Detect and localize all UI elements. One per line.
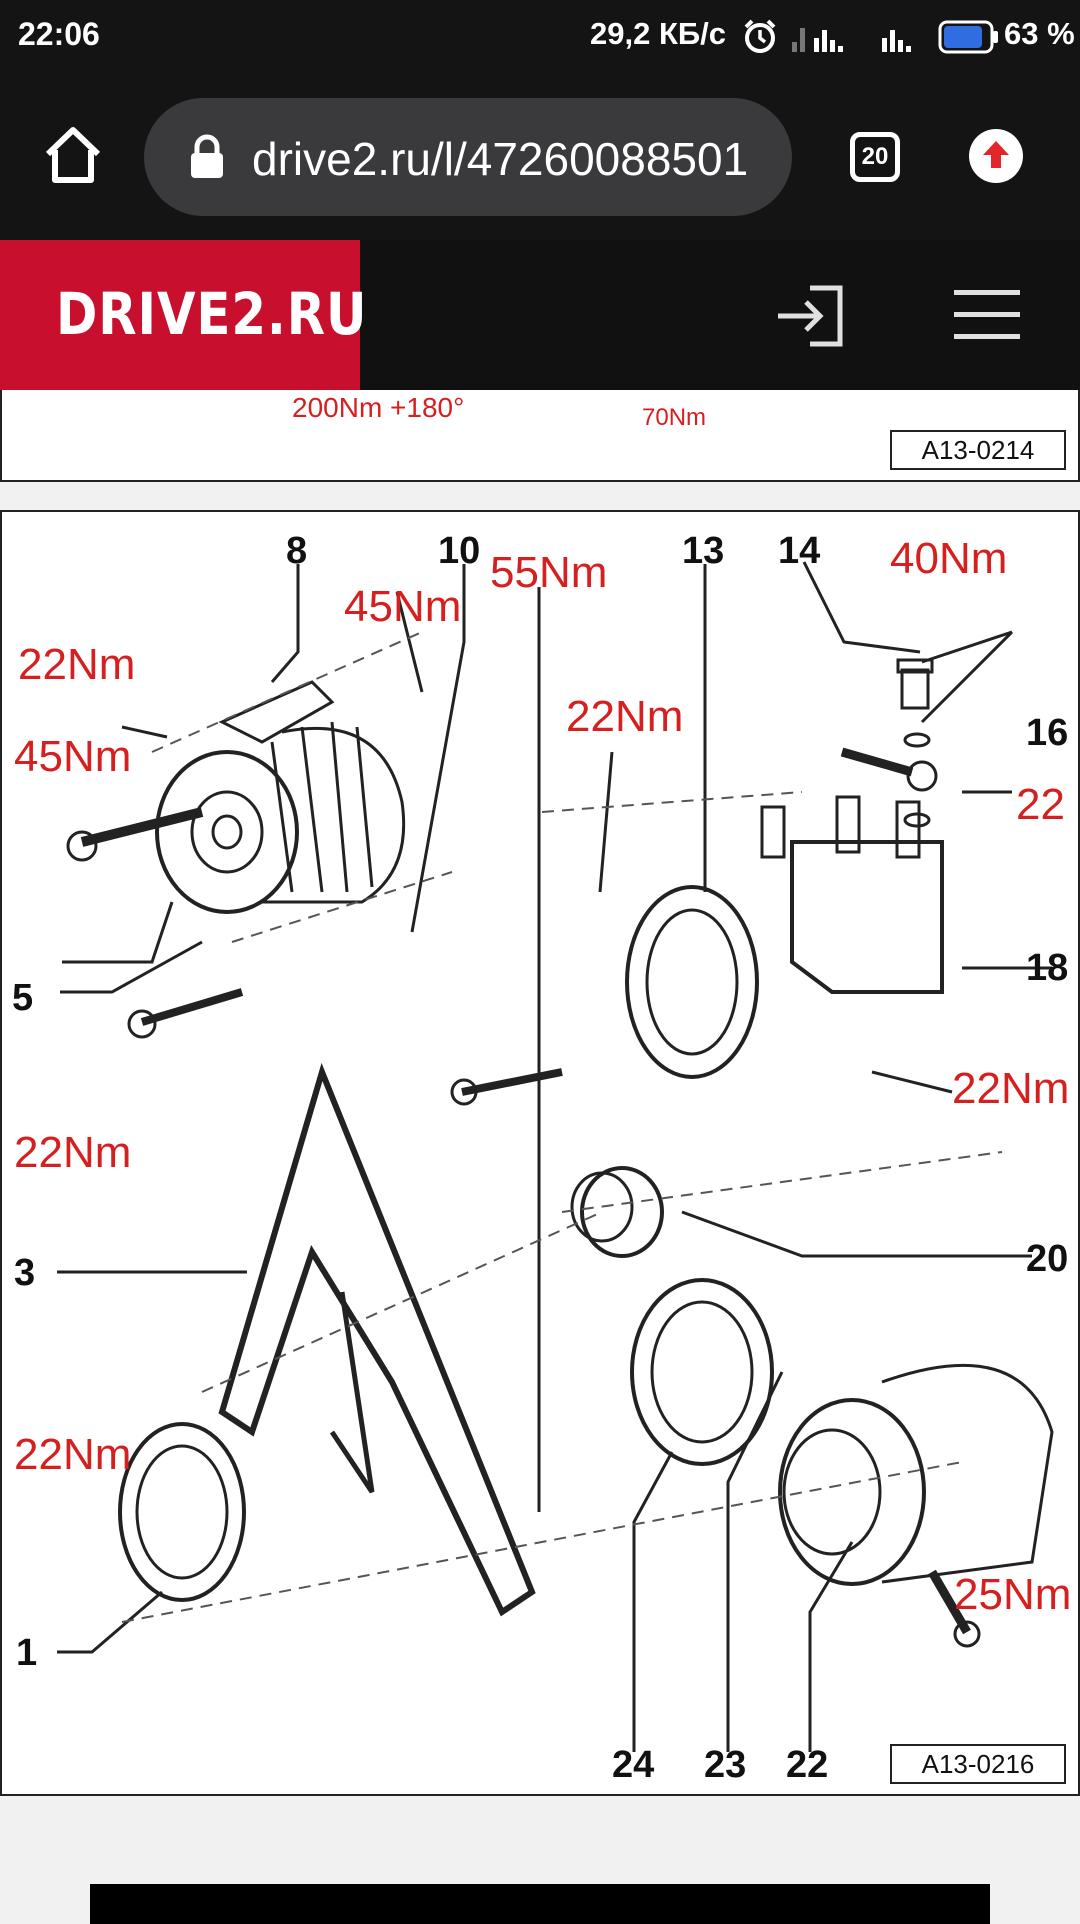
part-number: 10 [438,530,481,572]
login-icon[interactable] [774,284,846,348]
site-logo[interactable]: DRIVE2.RU [0,240,367,390]
part-number: 5 [12,977,34,1019]
torque-label: 25Nm [954,1570,1072,1619]
diagram-a13-0216: 8 10 13 14 16 5 18 3 20 1 24 23 22 55Nm … [0,510,1080,1796]
torque-label: 45Nm [14,732,132,781]
torque-label: 22Nm [952,1064,1070,1113]
torque-label: 45Nm [344,582,462,631]
menu-icon[interactable] [954,288,1020,342]
torque-label: 22Nm [14,1128,132,1177]
signal-icon [882,30,911,52]
torque-label: 22 [1016,780,1065,829]
home-icon[interactable] [42,124,104,186]
torque-label: 70Nm [642,404,707,431]
torque-label: 55Nm [490,548,608,597]
torque-label: 200Nm +180° [292,392,465,423]
torque-label: 22Nm [566,692,684,741]
next-content-block [90,1884,990,1924]
alarm-icon [744,19,776,53]
part-number: 24 [612,1744,655,1786]
torque-label: 40Nm [890,534,1008,583]
part-number: 8 [286,530,308,572]
part-number: 18 [1026,947,1069,989]
upload-icon[interactable] [968,128,1024,184]
torque-label: 22Nm [18,640,136,689]
status-time: 22:06 [18,16,100,52]
part-number: 22 [786,1744,829,1786]
logo-text: DRIVE2.RU [56,280,368,348]
belt-drive-drawing [57,561,1054,1752]
lock-icon [191,134,223,178]
url-text: drive2.ru/l/47260088501 [252,133,749,185]
site-header: DRIVE2.RU [0,240,1080,390]
part-number: 13 [682,530,725,572]
torque-label: 22Nm [14,1430,132,1479]
status-bar: 22:06 29,2 КБ/с 63 % [0,0,1080,74]
diagram-a13-0214: 200Nm +180° 70Nm A13-0214 [0,390,1080,482]
browser-toolbar: drive2.ru/l/47260088501 20 [0,74,1080,240]
diagram-ref: A13-0216 [890,1744,1066,1784]
battery-icon [938,20,998,54]
part-number: 23 [704,1744,747,1786]
battery-percent: 63 % [1004,16,1075,51]
part-number: 14 [778,530,821,572]
part-number: 16 [1026,712,1069,754]
address-bar[interactable]: drive2.ru/l/47260088501 [144,98,792,216]
part-number: 20 [1026,1238,1069,1280]
tabs-button[interactable]: 20 [850,132,900,182]
signal-icon [792,28,843,52]
diagram-ref: A13-0214 [890,430,1066,470]
network-speed: 29,2 КБ/с [590,16,727,51]
part-number: 1 [16,1632,38,1674]
part-number: 3 [14,1252,36,1294]
